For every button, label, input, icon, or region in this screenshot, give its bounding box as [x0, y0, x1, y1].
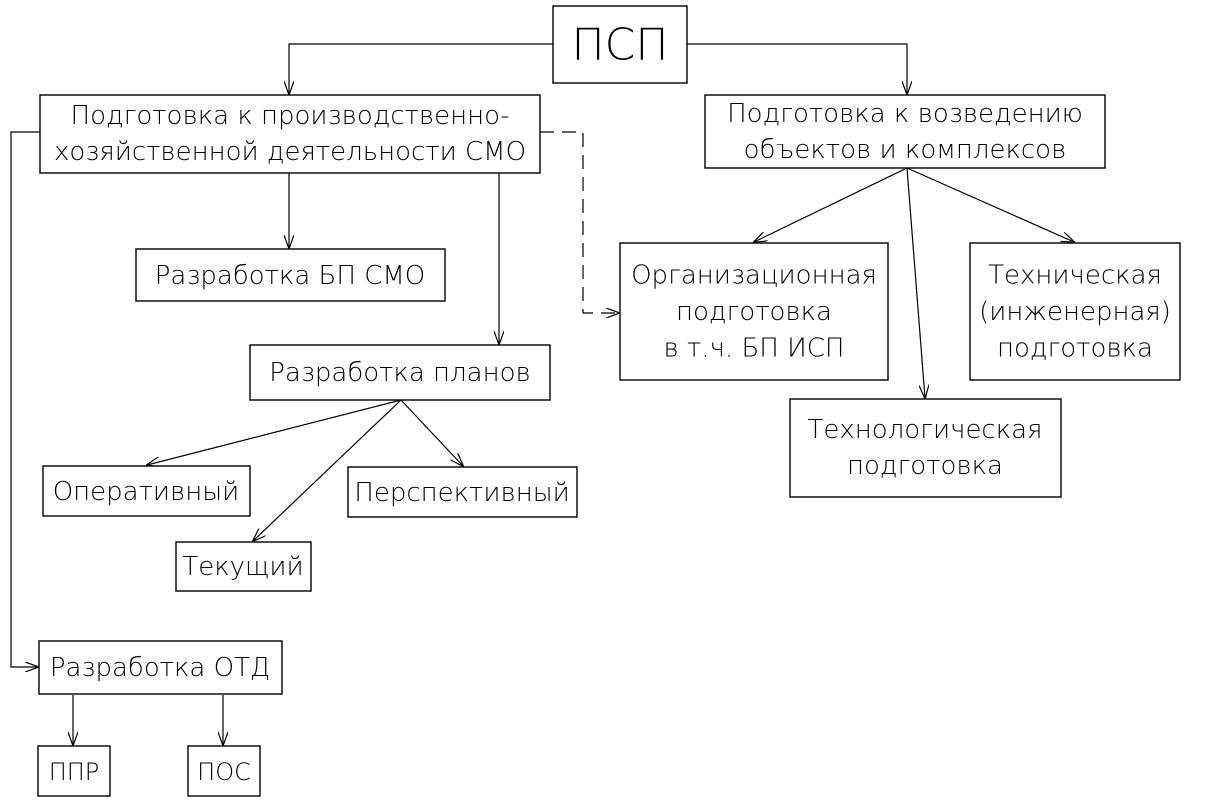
node-label-line: Разработка ОТД [50, 653, 270, 683]
edge-plans-to-cur [253, 399, 402, 541]
node-persp-text: Перспективный [354, 478, 569, 508]
node-obj-text: Подготовка к возведению объектов и компле… [727, 99, 1083, 165]
node-cur-text: Текущий [182, 552, 303, 582]
node-org-text: Организационная подготовка в т.ч. БП ИСП [631, 261, 877, 364]
edges [10, 43, 1074, 745]
node-label-line: (инженерная) [979, 297, 1171, 327]
node-prod-text: Подготовка к производственно-хозяйственн… [54, 101, 526, 167]
node-label-line: Подготовка к возведению [727, 99, 1083, 129]
node-label-line: объектов и комплексов [744, 135, 1067, 165]
node-oper: Оперативный [42, 465, 251, 517]
node-label-line: Текущий [182, 552, 303, 582]
node-technol: Технологическая подготовка [789, 398, 1062, 498]
node-label-line: Разработка БП СМО [155, 261, 426, 291]
node-persp: Перспективный [347, 466, 578, 518]
node-tech-text: Техническая (инженерная) подготовка [979, 261, 1171, 364]
node-pos-text: ПОС [197, 758, 251, 786]
edge-psp-to-prod [289, 43, 553, 94]
node-ppr-text: ППР [49, 758, 100, 786]
node-label-line: подготовка [997, 333, 1153, 363]
node-plans: Разработка планов [249, 344, 551, 401]
node-ppr: ППР [37, 745, 111, 797]
edge-obj-to-tech [906, 167, 1074, 242]
node-prod: Подготовка к производственно-хозяйственн… [39, 94, 541, 174]
node-label-line: подготовка [676, 297, 832, 327]
edge-plans-to-persp [400, 399, 463, 466]
node-label-line: Техническая [988, 261, 1162, 291]
node-otd: Разработка ОТД [38, 640, 283, 695]
node-label-line: подготовка [847, 451, 1003, 481]
node-bp-smo: Разработка БП СМО [135, 248, 446, 302]
node-pos: ПОС [187, 745, 261, 797]
node-label-line: ППР [49, 758, 100, 786]
node-label-line: Технологическая [807, 415, 1042, 445]
node-tech: Техническая (инженерная) подготовка [969, 242, 1181, 381]
node-cur: Текущий [175, 541, 312, 592]
node-plans-text: Разработка планов [269, 358, 531, 388]
node-label-line: хозяйственной деятельности СМО [54, 137, 526, 167]
edge-obj-to-technol [906, 167, 925, 398]
node-label-line: в т.ч. БП ИСП [664, 333, 845, 363]
node-org: Организационная подготовка в т.ч. БП ИСП [619, 242, 889, 381]
node-oper-text: Оперативный [53, 477, 240, 507]
edge-prod-to-org [540, 131, 619, 313]
node-label-line: Оперативный [53, 477, 240, 507]
node-label-line: ПСП [572, 20, 669, 71]
node-obj: Подготовка к возведению объектов и компле… [704, 94, 1106, 169]
node-label-line: Перспективный [354, 478, 569, 508]
node-psp-text: ПСП [572, 20, 669, 71]
node-technol-text: Технологическая подготовка [807, 415, 1042, 481]
edge-prod-to-otd [10, 131, 40, 667]
edge-plans-to-oper [147, 399, 402, 465]
node-bp-smo-text: Разработка БП СМО [155, 261, 426, 291]
node-label-line: ПОС [197, 758, 251, 786]
edge-psp-to-obj [687, 43, 907, 94]
node-label-line: Разработка планов [269, 358, 531, 388]
node-label-line: Организационная [631, 261, 877, 291]
node-psp: ПСП [552, 5, 688, 84]
node-otd-text: Разработка ОТД [50, 653, 270, 683]
nodes: ПСП Подготовка к производственно-хозяйст… [37, 5, 1181, 797]
edge-obj-to-org [754, 167, 908, 242]
node-label-line: Подготовка к производственно- [71, 101, 510, 131]
